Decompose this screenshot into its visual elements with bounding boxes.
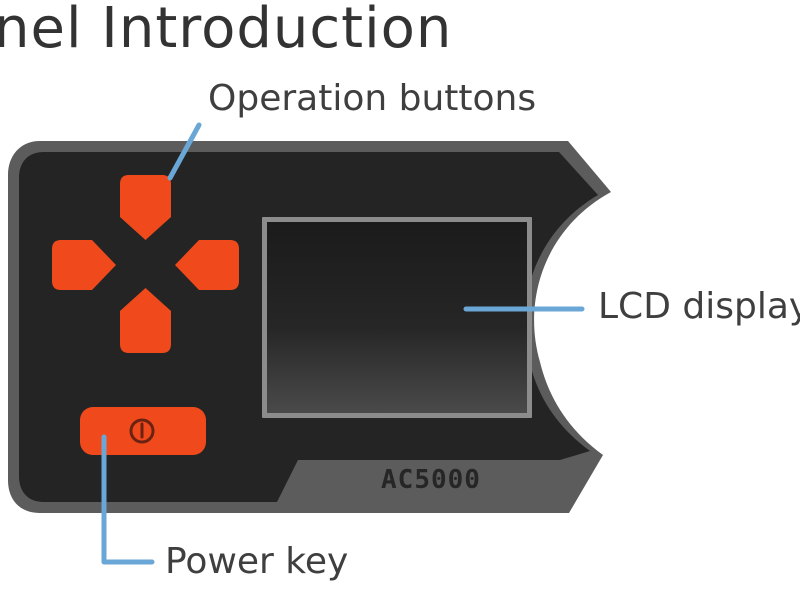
page-title: nel Introduction — [0, 0, 453, 61]
label-lcd-display: LCD display — [598, 286, 800, 327]
callout-line-operation — [167, 122, 202, 181]
dpad-left-button[interactable] — [52, 240, 116, 290]
model-label: AC5000 — [381, 465, 481, 495]
power-key-button[interactable] — [80, 407, 206, 455]
power-icon — [129, 418, 155, 444]
lcd-display — [267, 222, 527, 413]
dpad-right-button[interactable] — [175, 240, 239, 290]
dpad-down-button[interactable] — [120, 288, 171, 353]
dpad-up-button[interactable] — [120, 175, 171, 240]
label-power-key: Power key — [165, 541, 349, 582]
callout-line-power — [101, 434, 155, 565]
label-operation-buttons: Operation buttons — [208, 78, 537, 119]
